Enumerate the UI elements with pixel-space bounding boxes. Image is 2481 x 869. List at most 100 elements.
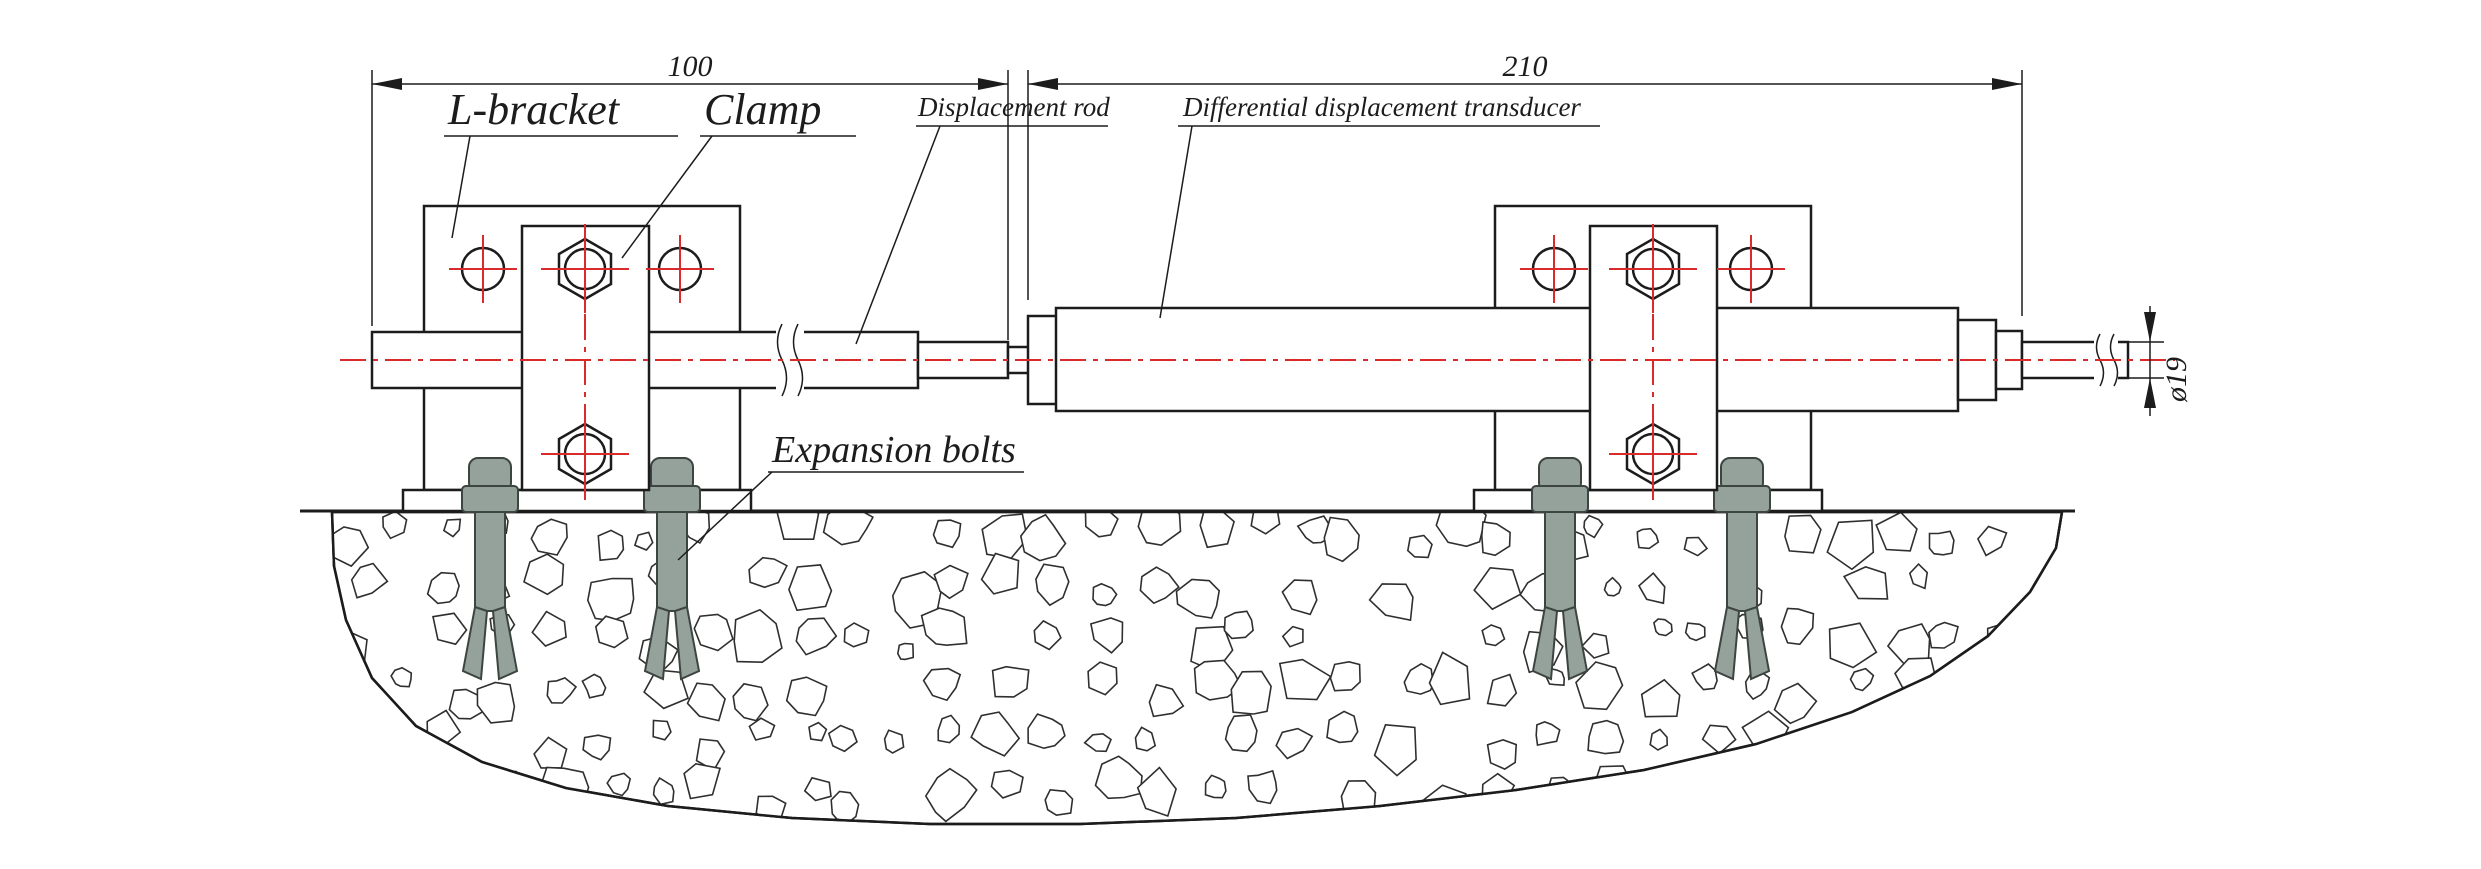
- stone: [1486, 673, 1518, 707]
- stone: [795, 617, 838, 656]
- stone: [390, 666, 413, 688]
- stone: [733, 608, 783, 664]
- stone: [803, 776, 832, 802]
- stone: [775, 512, 820, 541]
- stone: [1204, 774, 1227, 799]
- annotations: L-bracket Clamp Displacement rod Differe…: [444, 85, 1600, 561]
- stone: [531, 610, 567, 647]
- stone: [1953, 771, 1977, 796]
- stone: [1583, 514, 1604, 539]
- stone: [1988, 670, 2017, 700]
- stone: [426, 571, 460, 605]
- stone: [523, 553, 565, 596]
- stone: [1842, 566, 1889, 600]
- stone: [1368, 583, 1414, 622]
- stone: [1773, 682, 1818, 725]
- ground-outline: [330, 510, 2064, 826]
- stone: [582, 734, 612, 761]
- stone: [442, 518, 462, 538]
- stone: [1094, 755, 1143, 800]
- stone: [1653, 618, 1673, 637]
- stone: [1580, 632, 1610, 659]
- stone: [1637, 572, 1666, 605]
- stone: [1849, 667, 1875, 692]
- stone: [990, 769, 1024, 799]
- stone: [1275, 727, 1314, 760]
- stone: [1033, 619, 1062, 651]
- stone: [652, 719, 672, 741]
- stone: [382, 512, 408, 540]
- dimension-diameter-19: ø19: [2128, 306, 2193, 416]
- stone: [1927, 734, 1955, 763]
- stone: [755, 795, 787, 824]
- stone: [606, 772, 632, 797]
- stone: [1683, 536, 1709, 557]
- dim-dia19-value: ø19: [2160, 357, 2193, 403]
- stone: [1223, 610, 1254, 640]
- stone: [594, 615, 629, 649]
- dim-100-value: 100: [668, 50, 713, 83]
- stone: [1406, 534, 1433, 559]
- stone: [1942, 672, 1991, 718]
- stone: [991, 665, 1030, 698]
- stone: [1603, 576, 1622, 597]
- stone: [530, 518, 568, 556]
- stone: [1089, 617, 1124, 654]
- stone: [633, 531, 654, 551]
- stone: [1480, 520, 1511, 557]
- stone: [1035, 563, 1070, 607]
- stone: [332, 731, 373, 771]
- ground: [300, 509, 2075, 826]
- dimension-100: 100: [371, 50, 1009, 340]
- stone: [1828, 622, 1878, 669]
- stone: [1473, 566, 1522, 611]
- stone: [1340, 779, 1377, 820]
- stone: [896, 642, 915, 661]
- stone: [1281, 625, 1304, 648]
- stone: [1907, 784, 1933, 806]
- stone: [1092, 582, 1118, 607]
- stone: [476, 681, 516, 724]
- stone: [732, 682, 769, 722]
- stone: [748, 717, 776, 741]
- stone: [1435, 512, 1487, 548]
- stone: [748, 556, 788, 589]
- stone: [1928, 530, 1955, 556]
- stone: [1373, 723, 1417, 777]
- stone: [1481, 624, 1506, 647]
- stone: [1897, 720, 1945, 764]
- stone: [350, 562, 389, 599]
- stone: [1992, 711, 2023, 747]
- stone: [652, 776, 675, 806]
- stone: [1230, 670, 1272, 715]
- stone: [1199, 512, 1236, 549]
- stone: [1134, 726, 1157, 752]
- stone: [980, 552, 1020, 595]
- stone: [1083, 732, 1112, 753]
- stone: [932, 519, 962, 549]
- stone: [922, 667, 962, 702]
- stone: [883, 729, 905, 754]
- stone: [1486, 739, 1518, 771]
- stone: [1780, 607, 1815, 646]
- stone: [1428, 651, 1471, 706]
- stone: [1826, 519, 1875, 571]
- label-displacement-rod: Displacement rod: [917, 92, 1110, 122]
- stone: [1136, 766, 1177, 818]
- stone: [1908, 562, 1929, 590]
- stone: [785, 676, 828, 717]
- stone: [924, 767, 978, 823]
- stone: [432, 612, 468, 646]
- stone: [1247, 769, 1278, 805]
- stone: [1326, 710, 1359, 744]
- stone: [1928, 621, 1959, 649]
- stone: [448, 688, 485, 720]
- label-l-bracket: L-bracket: [447, 85, 621, 134]
- stone: [1535, 721, 1561, 747]
- stone: [332, 526, 370, 568]
- stone: [1684, 622, 1706, 642]
- stone: [970, 711, 1021, 757]
- stone: [1175, 578, 1221, 619]
